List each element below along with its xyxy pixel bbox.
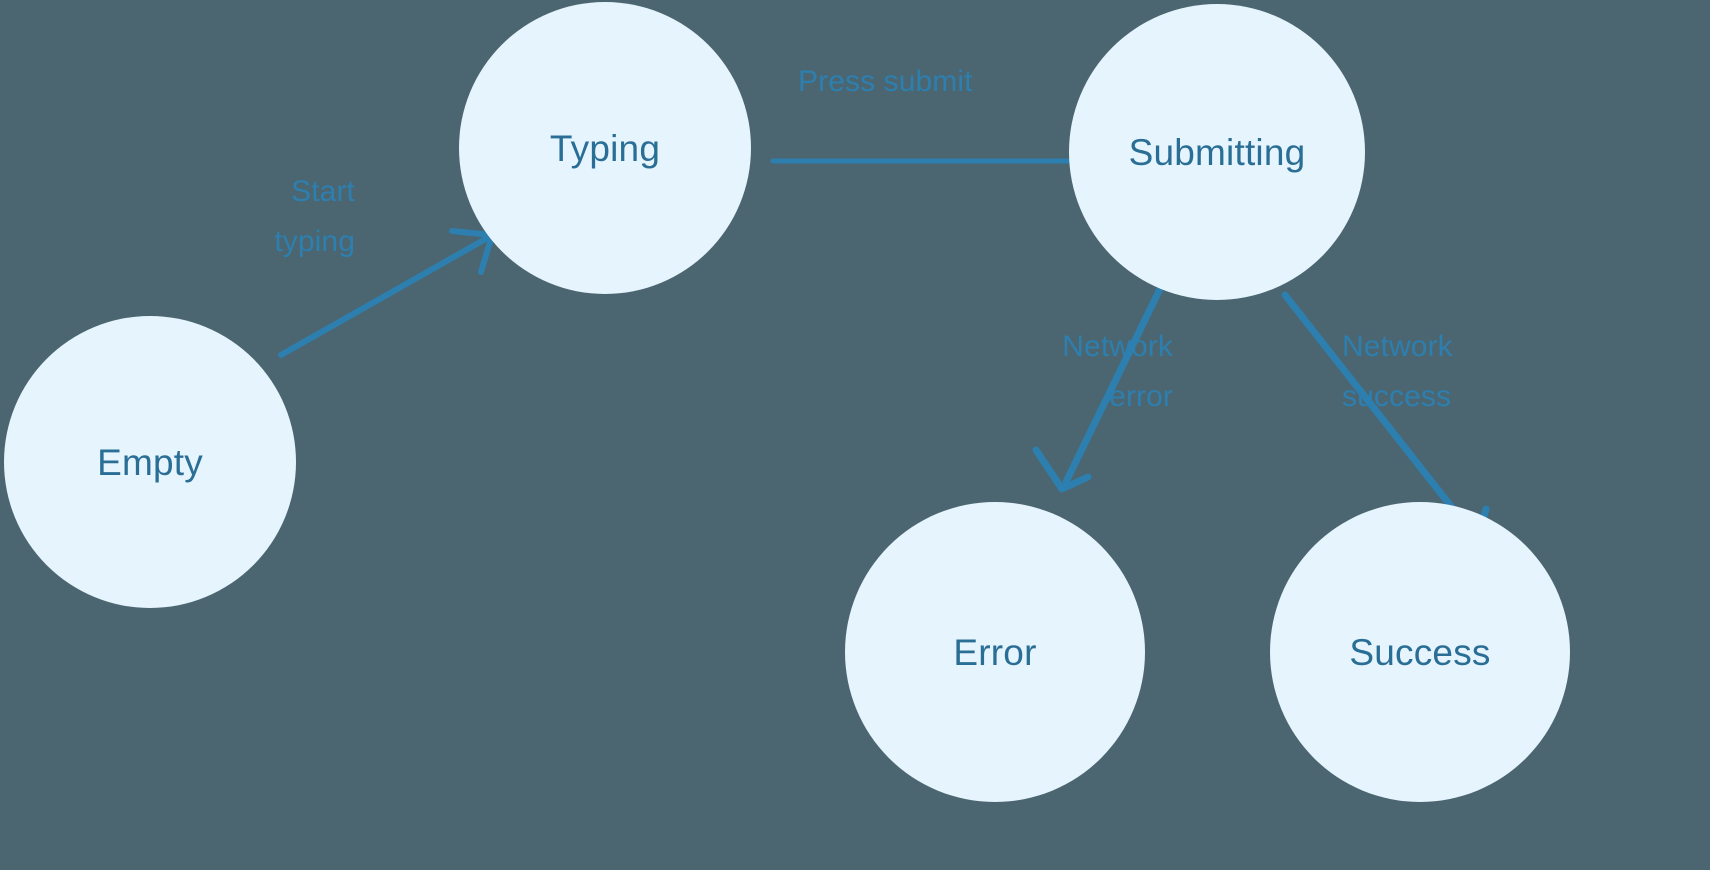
node-submitting[interactable]: Submitting (1069, 4, 1365, 300)
node-submitting-label: Submitting (1128, 131, 1306, 173)
edge-start-typing-line (278, 234, 492, 358)
node-empty[interactable]: Empty (4, 316, 296, 608)
edge-label-network-error: Network error (1062, 330, 1173, 413)
edge-label-press-submit: Press submit (798, 65, 973, 98)
node-error-label: Error (953, 631, 1037, 673)
edge-network-error-arrowhead (1032, 446, 1092, 493)
node-success-label: Success (1349, 631, 1491, 673)
edge-label-start-typing: Start typing (274, 175, 355, 258)
edge-network-success-line (1281, 291, 1476, 537)
edge-network-error-line (1062, 285, 1164, 486)
node-typing-label: Typing (549, 127, 661, 169)
node-error[interactable]: Error (845, 502, 1145, 802)
edge-network-error (1032, 285, 1164, 493)
node-empty-label: Empty (97, 441, 203, 483)
node-typing[interactable]: Typing (459, 2, 751, 294)
edge-label-network-success: Network success (1342, 330, 1453, 413)
node-success[interactable]: Success (1270, 502, 1570, 802)
